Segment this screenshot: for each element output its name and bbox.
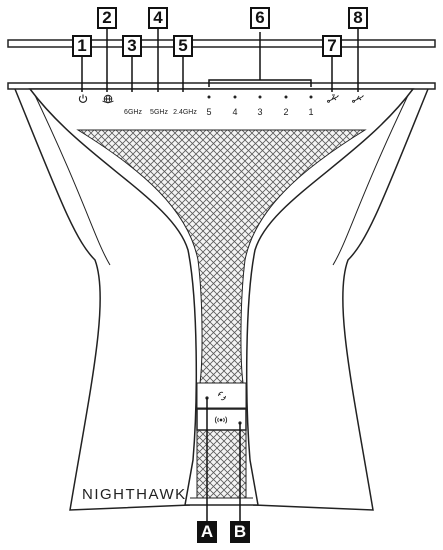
callout-5: 5 xyxy=(173,35,193,57)
wps-icon xyxy=(218,391,226,401)
callout-1: 1 xyxy=(72,35,92,57)
led-label-port3: 3 xyxy=(257,107,263,117)
router-right-side xyxy=(252,88,429,511)
led-label-5ghz: 5GHz xyxy=(150,109,168,116)
led-label-port1: 1 xyxy=(308,107,314,117)
router-lower-grille xyxy=(196,429,247,499)
led-label-port4: 4 xyxy=(232,107,238,117)
led-label-port2: 2 xyxy=(283,107,289,117)
wps-button-plate xyxy=(196,382,247,409)
led-label-port5: 5 xyxy=(206,107,212,117)
brand-name: NIGHTHAWK xyxy=(82,486,187,503)
callout-b: B xyxy=(230,521,250,543)
internet-globe-icon xyxy=(102,94,114,104)
led-label-24ghz: 2.4GHz xyxy=(173,109,197,116)
power-icon xyxy=(78,94,88,103)
callout-6: 6 xyxy=(250,7,270,29)
callout-a: A xyxy=(197,521,217,543)
usb-icon xyxy=(327,94,339,103)
router-led-bar xyxy=(7,82,436,90)
wifi-icon xyxy=(214,416,228,424)
usb-icon xyxy=(352,95,364,103)
callout-7: 7 xyxy=(322,35,342,57)
led-label-6ghz: 6GHz xyxy=(124,109,142,116)
callout-8: 8 xyxy=(348,7,368,29)
ports-bracket xyxy=(208,32,312,87)
callout-4: 4 xyxy=(148,7,168,29)
callout-2: 2 xyxy=(97,7,117,29)
router-left-side xyxy=(14,88,191,511)
callout-3: 3 xyxy=(122,35,142,57)
